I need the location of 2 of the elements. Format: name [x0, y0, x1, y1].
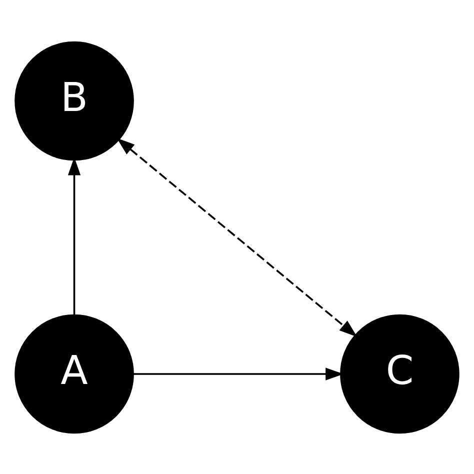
- arrow: [116, 137, 358, 337]
- node-circle: A: [14, 314, 134, 434]
